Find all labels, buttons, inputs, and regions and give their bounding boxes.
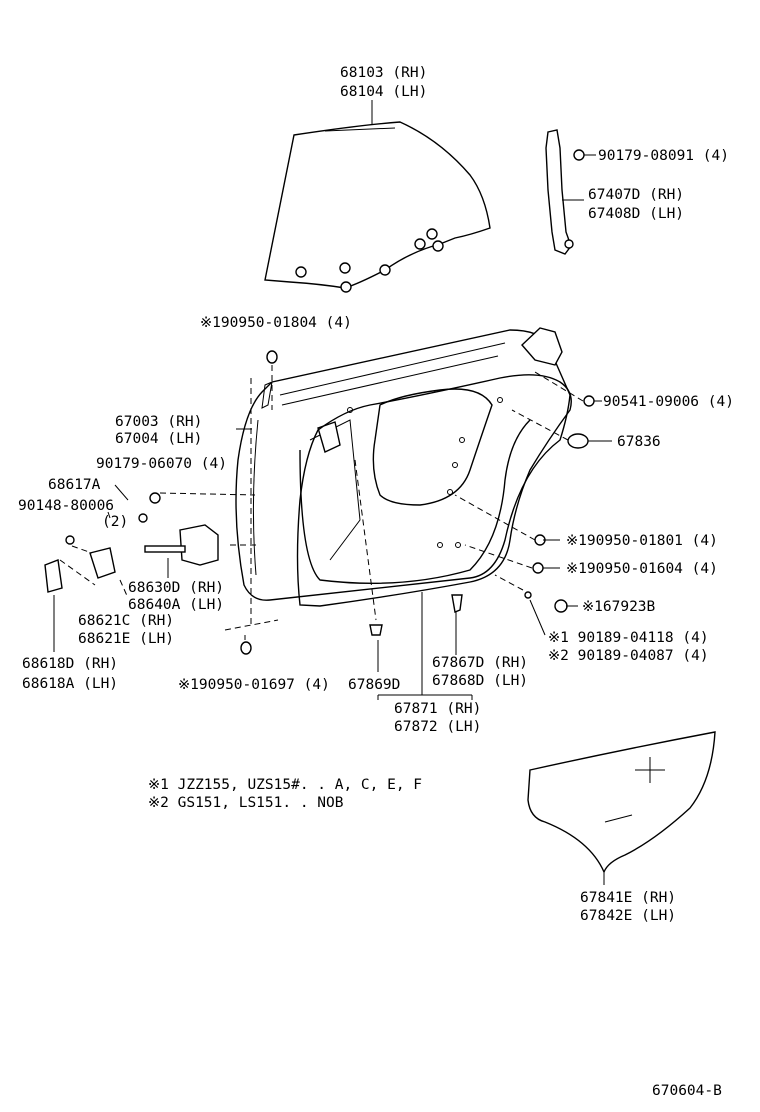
service-hole-cover[interactable] xyxy=(527,731,716,874)
label-check-lh: 68640A (LH) xyxy=(128,597,224,613)
label-hinge-lower-lh: 68618A (LH) xyxy=(22,676,118,692)
label-screw-90541: 90541-09006 (4) xyxy=(603,394,734,410)
label-frame-lh: 67408D (LH) xyxy=(588,206,684,222)
label-check-rh: 68630D (RH) xyxy=(128,580,224,596)
label-clip-lh: 67868D (LH) xyxy=(432,673,528,689)
label-plug-01804: ※190950-01804 (4) xyxy=(200,315,352,331)
clip-67869d[interactable] xyxy=(369,624,383,636)
hole-plug-upper[interactable] xyxy=(266,350,278,364)
label-plug-01604: ※190950-01604 (4) xyxy=(566,561,718,577)
label-bolt-90179-08091: 90179-08091 (4) xyxy=(598,148,729,164)
hole-plug-lower[interactable] xyxy=(240,641,252,655)
label-weather-rh: 67871 (RH) xyxy=(394,701,481,717)
door-glass[interactable] xyxy=(264,121,491,293)
clip-167923b[interactable] xyxy=(554,599,568,613)
label-glass-lh: 68104 (LH) xyxy=(340,84,427,100)
label-screw-mark2: ※2 90189-04087 (4) xyxy=(548,648,709,664)
grommet[interactable] xyxy=(567,433,589,449)
label-hinge-lower-rh: 68618D (RH) xyxy=(22,656,118,672)
clip-67867d[interactable] xyxy=(451,594,463,613)
label-plug-01801: ※190950-01801 (4) xyxy=(566,533,718,549)
label-weather-lh: 67872 (LH) xyxy=(394,719,481,735)
hole-plug-604[interactable] xyxy=(532,562,544,574)
screw-90189[interactable] xyxy=(524,591,532,599)
label-cover-lh: 67842E (LH) xyxy=(580,908,676,924)
label-panel-lh: 67004 (LH) xyxy=(115,431,202,447)
label-frame-rh: 67407D (RH) xyxy=(588,187,684,203)
label-screw-mark1: ※1 90189-04118 (4) xyxy=(548,630,709,646)
label-clip-167923b: ※167923B xyxy=(582,599,656,615)
label-clip-rh: 67867D (RH) xyxy=(432,655,528,671)
label-hinge-upper-lh: 68621E (LH) xyxy=(78,631,174,647)
figure-code: 670604-B xyxy=(652,1083,722,1099)
door-weatherstrip[interactable] xyxy=(296,374,572,607)
lower-hinge[interactable] xyxy=(44,559,63,593)
note-1: ※1 JZZ155, UZS15#. . A, C, E, F xyxy=(148,777,422,793)
screw[interactable] xyxy=(583,395,595,407)
label-cover-rh: 67841E (RH) xyxy=(580,890,676,906)
label-bolt-90148-qty: (2) xyxy=(102,514,128,530)
door-check[interactable] xyxy=(144,492,219,566)
label-glass-rh: 68103 (RH) xyxy=(340,65,427,81)
door-panel[interactable] xyxy=(235,327,571,601)
label-plug-01697: ※190950-01697 (4) xyxy=(178,677,330,693)
label-panel-rh: 67003 (RH) xyxy=(115,414,202,430)
label-clip-67869d: 67869D xyxy=(348,677,400,693)
glass-run-frame[interactable] xyxy=(545,129,585,255)
label-hinge-upper-rh: 68621C (RH) xyxy=(78,613,174,629)
upper-hinge[interactable] xyxy=(89,547,116,579)
label-nut-90179-06070: 90179-06070 (4) xyxy=(96,456,227,472)
note-2: ※2 GS151, LS151. . NOB xyxy=(148,795,344,811)
label-bolt-68617a: 68617A xyxy=(48,477,101,493)
label-grommet-67836: 67836 xyxy=(617,434,661,450)
label-bolt-90148: 90148-80006 xyxy=(18,498,114,514)
